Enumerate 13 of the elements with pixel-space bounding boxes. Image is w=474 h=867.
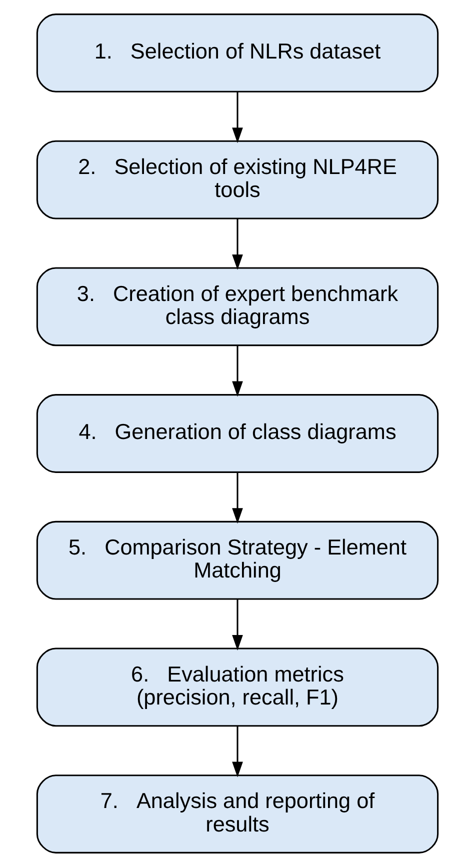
node-box: 7. Analysis and reporting of results (36, 774, 438, 854)
arrow (232, 472, 242, 524)
arrow (232, 345, 242, 397)
node-box: 1. Selection of NLRs dataset (36, 14, 438, 92)
arrow (232, 218, 242, 270)
node-box: 5. Comparison Strategy - Element Matching (36, 520, 438, 600)
node-box: 4. Generation of class diagrams (36, 394, 438, 473)
node-box: 6. Evaluation metrics (precision, recall, F1) (36, 648, 438, 727)
node-box: 2. Selection of existing NLP4RE tools (36, 140, 438, 220)
node-box: 3. Creation of expert benchmark class diagrams (36, 267, 438, 346)
arrow (232, 92, 242, 144)
arrow (232, 599, 242, 650)
arrow (232, 726, 242, 778)
